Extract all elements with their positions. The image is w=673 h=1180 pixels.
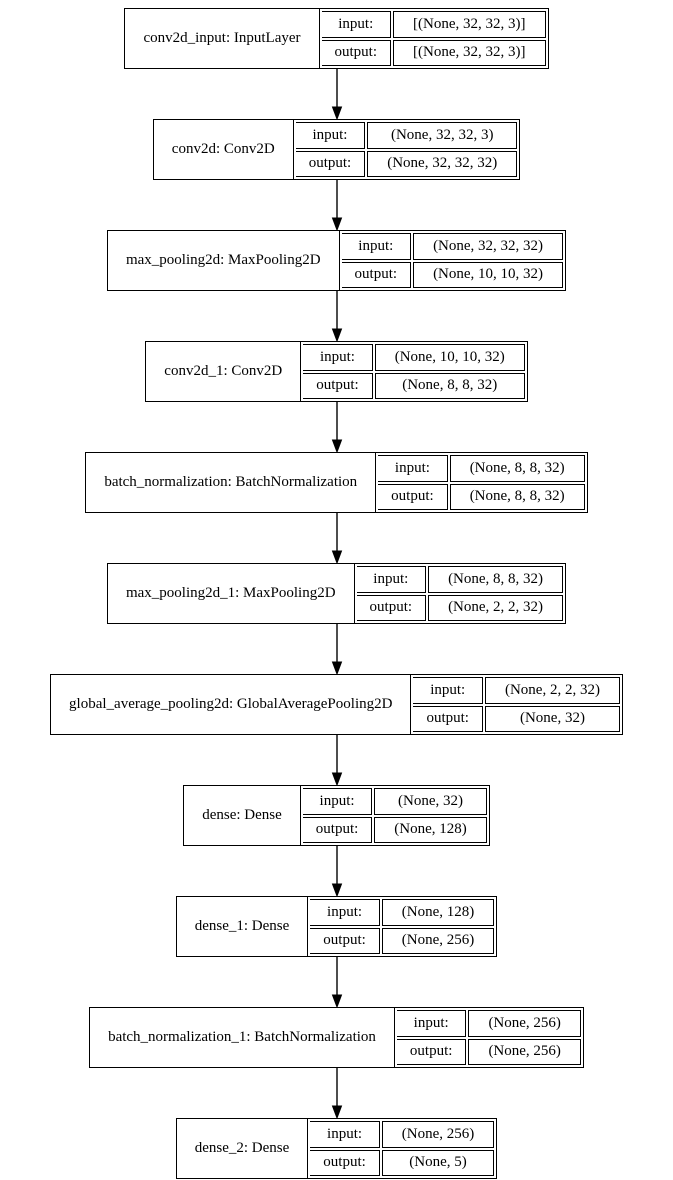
input-shape: (None, 128) <box>381 899 495 926</box>
input-shape: (None, 32, 32, 3) <box>367 122 518 149</box>
layer-io-table: input: (None, 128) output: (None, 256) <box>308 897 496 956</box>
arrow-down-icon <box>331 513 342 563</box>
output-shape: (None, 32, 32, 32) <box>367 150 518 177</box>
layer-name: dense: Dense <box>184 786 301 845</box>
layer-name: conv2d_input: InputLayer <box>125 9 320 68</box>
output-shape: (None, 128) <box>374 816 487 843</box>
layer-node: dense_2: Dense input: (None, 256) output… <box>175 1118 498 1179</box>
layer-name: batch_normalization_1: BatchNormalizatio… <box>90 1008 395 1067</box>
output-shape: (None, 2, 2, 32) <box>428 594 564 621</box>
layer-node: max_pooling2d_1: MaxPooling2D input: (No… <box>106 563 567 624</box>
layer-io-table: input: (None, 256) output: (None, 256) <box>395 1008 583 1067</box>
layer-io-table: input: (None, 8, 8, 32) output: (None, 8… <box>376 453 587 512</box>
output-label: output: <box>321 39 392 66</box>
output-shape: (None, 8, 8, 32) <box>374 372 525 399</box>
input-label: input: <box>302 788 373 815</box>
layer-name: max_pooling2d: MaxPooling2D <box>108 231 340 290</box>
connector <box>330 624 344 674</box>
arrow-down-icon <box>331 957 342 1007</box>
input-label: input: <box>378 455 448 482</box>
input-shape: (None, 8, 8, 32) <box>449 455 585 482</box>
layer-node: batch_normalization_1: BatchNormalizatio… <box>89 1007 584 1068</box>
output-label: output: <box>341 261 412 288</box>
input-shape: (None, 32, 32, 32) <box>413 233 564 260</box>
layer-io-table: input: (None, 2, 2, 32) output: (None, 3… <box>411 675 622 734</box>
layer-node: batch_normalization: BatchNormalization … <box>85 452 588 513</box>
arrow-down-icon <box>331 402 342 452</box>
connector <box>330 291 344 341</box>
input-label: input: <box>396 1010 467 1037</box>
layer-node: max_pooling2d: MaxPooling2D input: (None… <box>106 230 567 291</box>
output-label: output: <box>310 927 380 954</box>
output-shape: (None, 256) <box>468 1038 581 1065</box>
layer-name: batch_normalization: BatchNormalization <box>86 453 377 512</box>
connector <box>330 846 344 896</box>
output-label: output: <box>378 483 448 510</box>
input-shape: (None, 2, 2, 32) <box>484 677 620 704</box>
layer-name: global_average_pooling2d: GlobalAverageP… <box>51 675 412 734</box>
output-label: output: <box>396 1038 467 1065</box>
connector <box>330 735 344 785</box>
layer-name: conv2d_1: Conv2D <box>146 342 302 401</box>
input-label: input: <box>310 1121 380 1148</box>
layer-name: conv2d: Conv2D <box>154 120 294 179</box>
input-label: input: <box>295 122 366 149</box>
connector <box>330 69 344 119</box>
arrow-down-icon <box>331 291 342 341</box>
arrow-down-icon <box>331 624 342 674</box>
connector <box>330 402 344 452</box>
arrow-down-icon <box>331 69 342 119</box>
layer-node: dense_1: Dense input: (None, 128) output… <box>175 896 498 957</box>
connector <box>330 1068 344 1118</box>
output-shape: (None, 256) <box>381 927 495 954</box>
output-shape: (None, 8, 8, 32) <box>449 483 585 510</box>
layer-node: dense: Dense input: (None, 32) output: (… <box>183 785 490 846</box>
arrow-down-icon <box>331 846 342 896</box>
output-shape: (None, 32) <box>484 705 620 732</box>
output-shape: (None, 10, 10, 32) <box>413 261 564 288</box>
input-label: input: <box>303 344 373 371</box>
arrow-down-icon <box>331 735 342 785</box>
output-label: output: <box>413 705 483 732</box>
input-shape: (None, 10, 10, 32) <box>374 344 525 371</box>
input-label: input: <box>321 11 392 38</box>
layer-name: dense_1: Dense <box>177 897 309 956</box>
output-label: output: <box>356 594 427 621</box>
input-label: input: <box>356 566 427 593</box>
output-label: output: <box>295 150 366 177</box>
layer-io-table: input: (None, 10, 10, 32) output: (None,… <box>301 342 527 401</box>
layer-io-table: input: [(None, 32, 32, 3)] output: [(Non… <box>320 9 548 68</box>
connector <box>330 957 344 1007</box>
input-shape: [(None, 32, 32, 3)] <box>393 11 546 38</box>
input-shape: (None, 256) <box>468 1010 581 1037</box>
layer-name: max_pooling2d_1: MaxPooling2D <box>108 564 355 623</box>
arrow-down-icon <box>331 1068 342 1118</box>
input-shape: (None, 32) <box>374 788 487 815</box>
connector <box>330 180 344 230</box>
output-shape: (None, 5) <box>381 1149 495 1176</box>
layer-io-table: input: (None, 32) output: (None, 128) <box>301 786 489 845</box>
connector <box>330 513 344 563</box>
output-label: output: <box>310 1149 380 1176</box>
layer-node: conv2d: Conv2D input: (None, 32, 32, 3) … <box>152 119 521 180</box>
input-label: input: <box>341 233 412 260</box>
input-label: input: <box>413 677 483 704</box>
output-shape: [(None, 32, 32, 3)] <box>393 39 546 66</box>
layer-node: conv2d_input: InputLayer input: [(None, … <box>124 8 549 69</box>
layer-name: dense_2: Dense <box>177 1119 309 1178</box>
layer-io-table: input: (None, 8, 8, 32) output: (None, 2… <box>355 564 566 623</box>
input-shape: (None, 256) <box>381 1121 495 1148</box>
layer-node: conv2d_1: Conv2D input: (None, 10, 10, 3… <box>145 341 528 402</box>
output-label: output: <box>302 816 373 843</box>
input-shape: (None, 8, 8, 32) <box>428 566 564 593</box>
input-label: input: <box>310 899 380 926</box>
layer-io-table: input: (None, 256) output: (None, 5) <box>308 1119 496 1178</box>
arrow-down-icon <box>331 180 342 230</box>
layer-io-table: input: (None, 32, 32, 32) output: (None,… <box>340 231 566 290</box>
layer-io-table: input: (None, 32, 32, 3) output: (None, … <box>294 120 520 179</box>
output-label: output: <box>303 372 373 399</box>
layer-node: global_average_pooling2d: GlobalAverageP… <box>50 674 623 735</box>
